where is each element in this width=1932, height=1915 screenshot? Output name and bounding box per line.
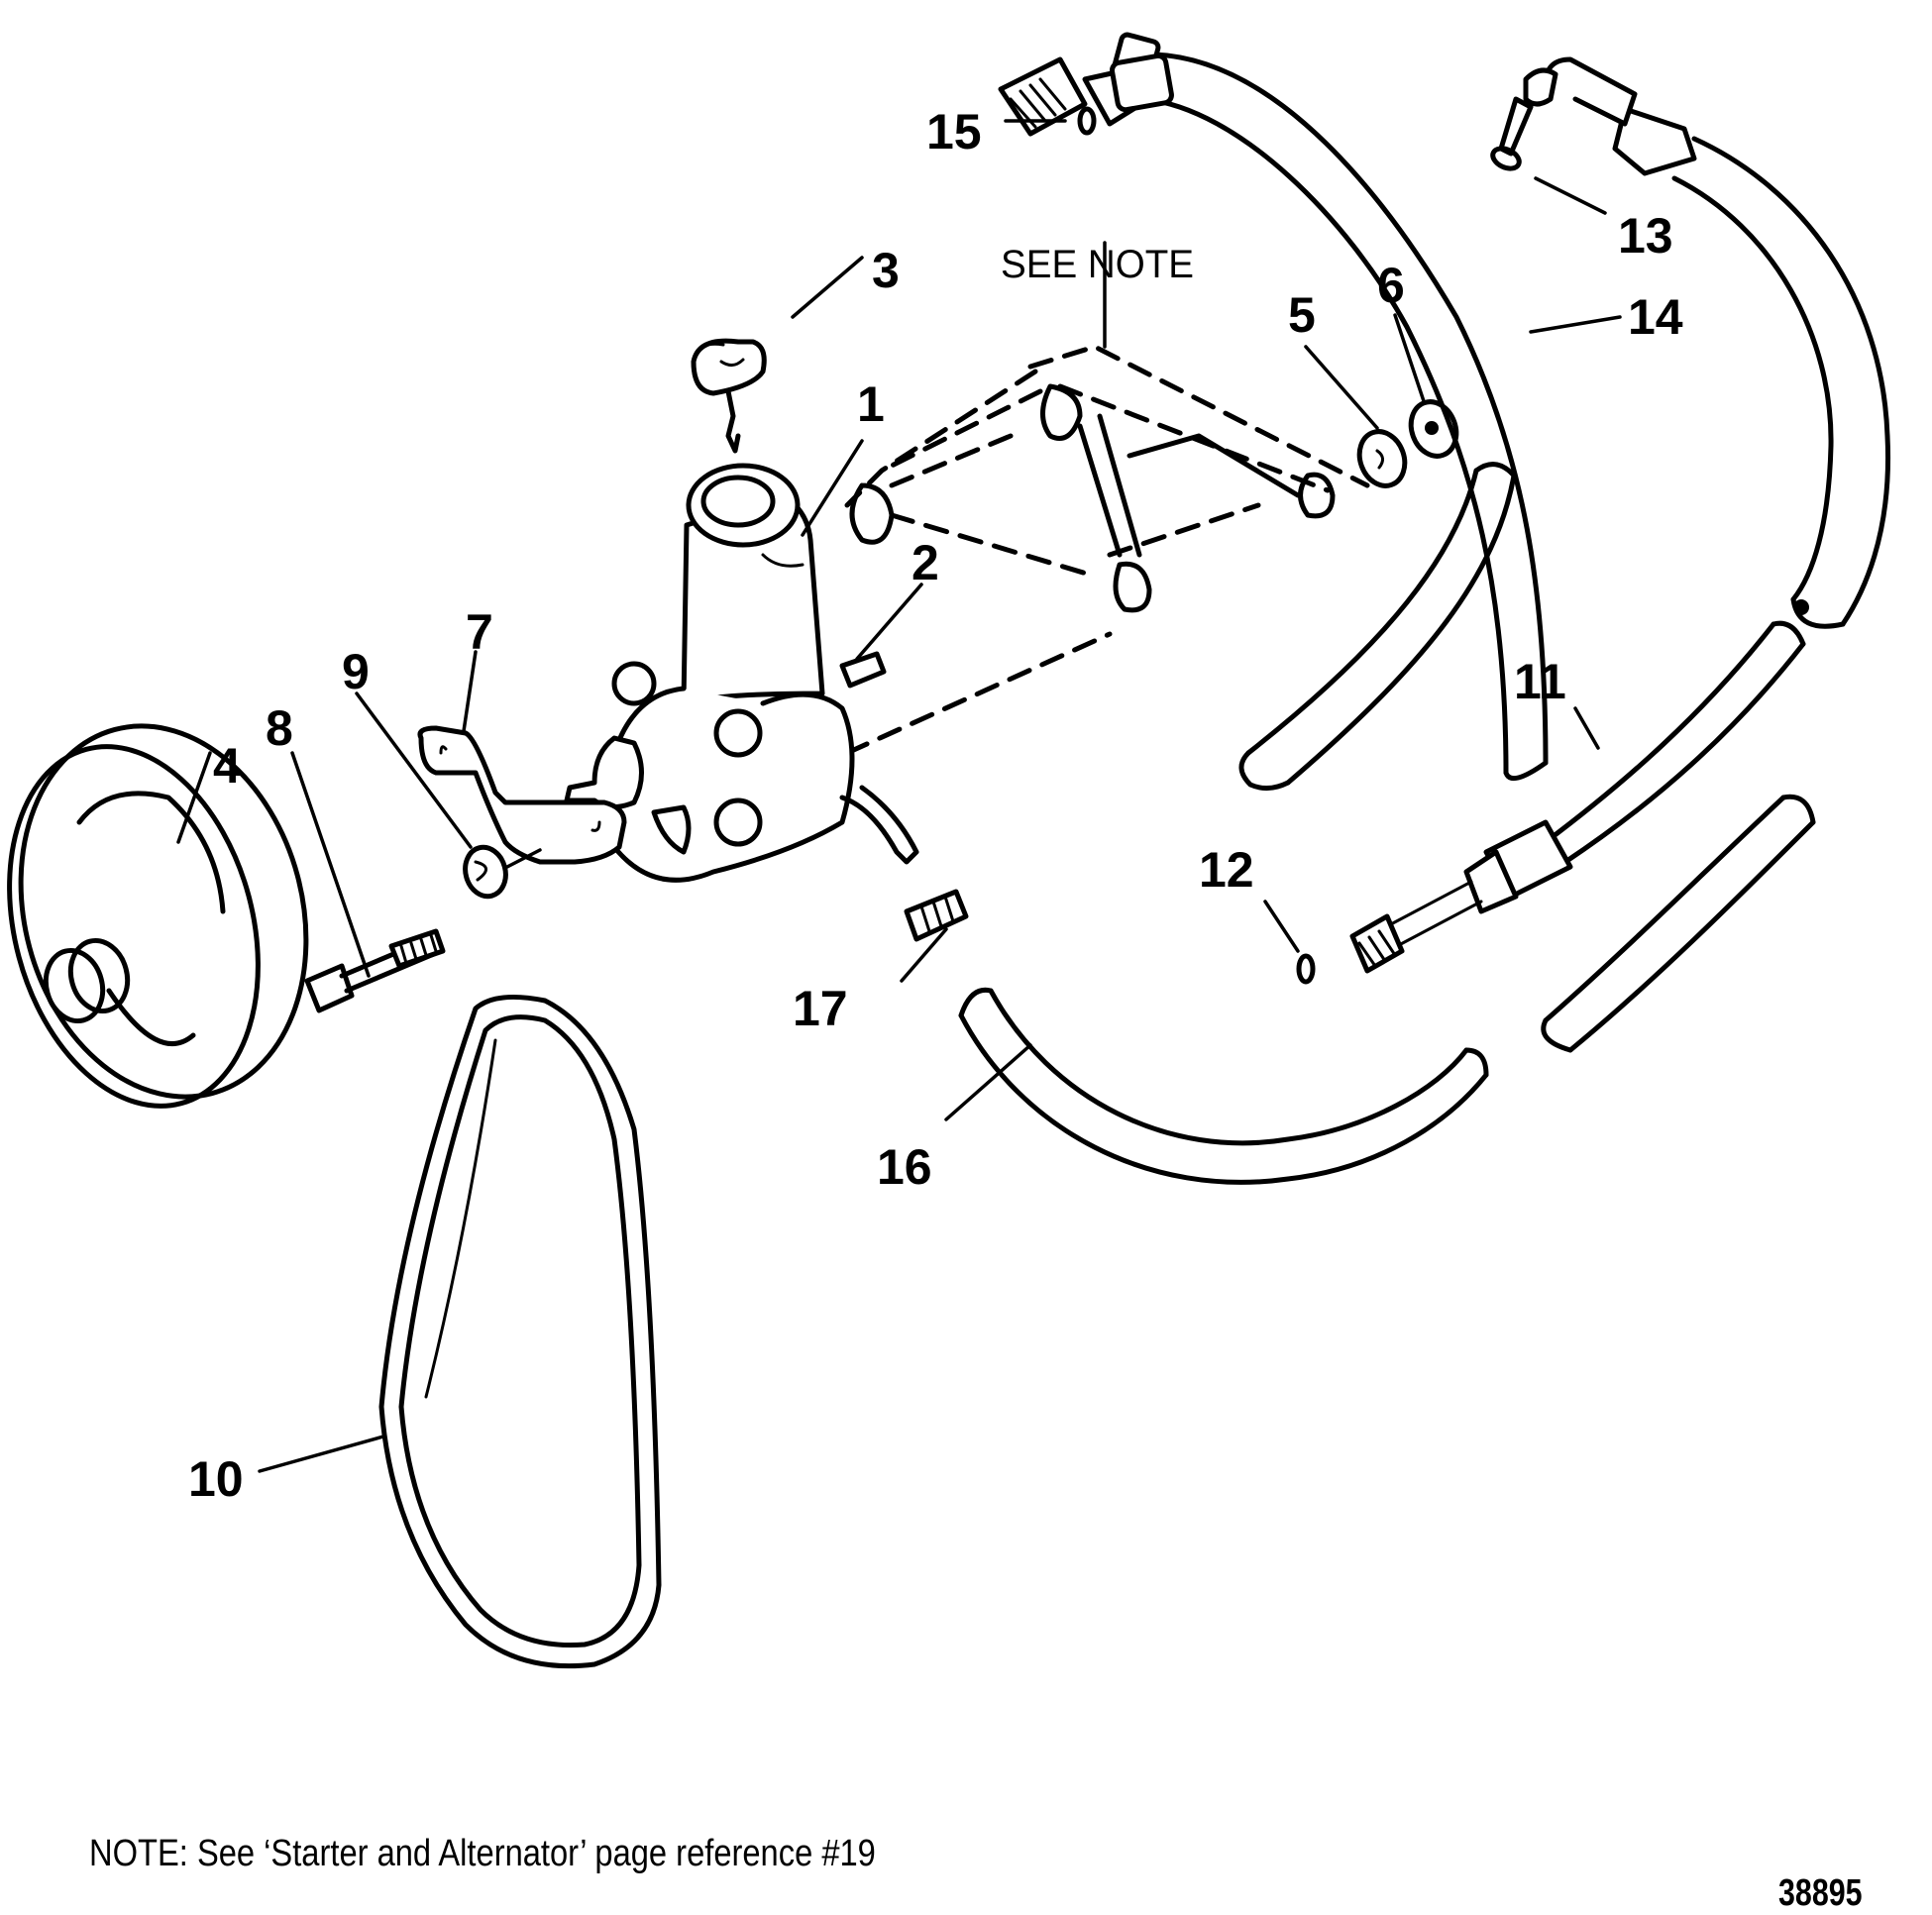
return-hose-16 bbox=[958, 987, 1489, 1185]
callout-10: 10 bbox=[188, 1451, 244, 1507]
callout-14: 14 bbox=[1628, 289, 1683, 345]
hose-11 bbox=[1349, 620, 1806, 974]
callout-11: 11 bbox=[1514, 654, 1566, 709]
o-ring-12 bbox=[1296, 953, 1316, 985]
callout-7: 7 bbox=[466, 604, 493, 660]
hose-13-right-arc bbox=[1498, 56, 1891, 629]
callout-17: 17 bbox=[793, 981, 848, 1036]
mounting-bracket-dashed bbox=[844, 344, 1370, 756]
callout-15: 15 bbox=[926, 104, 982, 160]
nut-6 bbox=[1408, 399, 1459, 459]
callout-13: 13 bbox=[1618, 208, 1673, 264]
washer-5 bbox=[1356, 429, 1408, 488]
callout-8: 8 bbox=[266, 700, 293, 756]
power-steering-pump-1 bbox=[564, 463, 919, 883]
pulley-4 bbox=[7, 723, 309, 1109]
callout-4: 4 bbox=[213, 738, 241, 794]
hose-14-left-arc bbox=[998, 32, 1549, 782]
figure-id: 38895 bbox=[1778, 1872, 1863, 1914]
o-ring-13 bbox=[1490, 146, 1522, 171]
callout-12: 12 bbox=[1199, 842, 1254, 898]
lockwasher-9 bbox=[463, 844, 508, 900]
reservoir-cap-3 bbox=[691, 338, 767, 454]
hose-14-lower-segment bbox=[1238, 462, 1517, 791]
callout-16: 16 bbox=[877, 1139, 932, 1195]
bolt-8 bbox=[304, 928, 446, 1013]
diagram-note: NOTE: See ‘Starter and Alternator’ page … bbox=[89, 1833, 876, 1874]
callout-6: 6 bbox=[1377, 258, 1405, 313]
callout-5: 5 bbox=[1288, 287, 1316, 343]
see-note-label: SEE NOTE bbox=[1001, 243, 1194, 286]
fitting-17 bbox=[904, 889, 969, 942]
leader-lines bbox=[176, 119, 1622, 1473]
o-ring-15 bbox=[1077, 106, 1097, 136]
hose-16-right-segment bbox=[1541, 794, 1816, 1053]
brace-7 bbox=[417, 725, 627, 865]
callout-1: 1 bbox=[857, 376, 885, 432]
callout-9: 9 bbox=[342, 644, 370, 699]
drive-belt-10 bbox=[378, 994, 662, 1669]
callout-2: 2 bbox=[912, 535, 939, 590]
callout-labels: 15 13 14 3 5 6 1 2 7 9 8 4 11 12 17 16 1… bbox=[188, 104, 1683, 1507]
callout-3: 3 bbox=[872, 243, 900, 298]
